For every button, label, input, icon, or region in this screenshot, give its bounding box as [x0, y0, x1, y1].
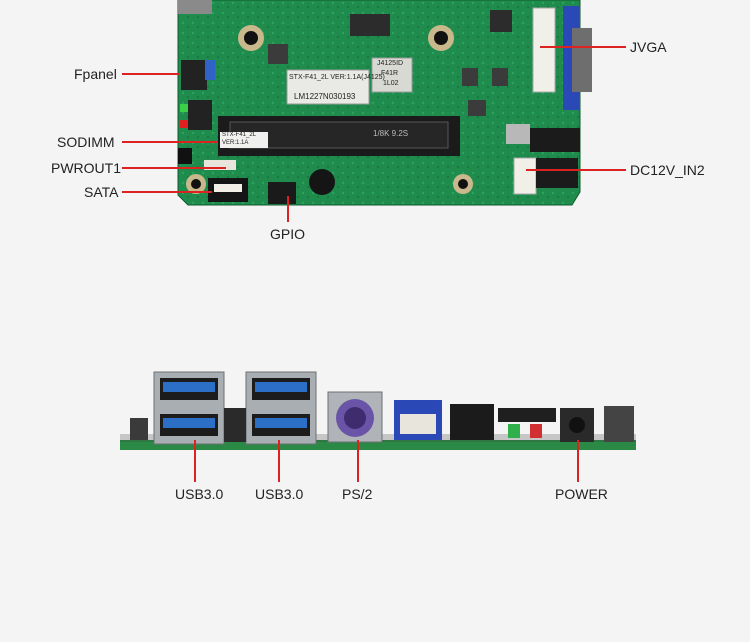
callout-line-usb-left: [194, 440, 196, 482]
label-fpanel: Fpanel: [74, 66, 117, 82]
callout-line-dc12v: [526, 169, 626, 171]
label-ps2: PS/2: [342, 486, 373, 502]
label-usb3-right: USB3.0: [255, 486, 304, 502]
mounting-hole: [186, 174, 206, 194]
label-jvga: JVGA: [630, 39, 667, 55]
ps2-port: [327, 391, 383, 443]
silkscreen-serial: LM1227N030193: [294, 92, 356, 101]
callout-line-sata: [122, 191, 212, 193]
silkscreen-sodimm-small: STX-F41_2L: [222, 132, 257, 138]
callout-line-pwrout1: [122, 167, 226, 169]
label-dc12v-in2: DC12V_IN2: [630, 162, 705, 178]
usb3-port-stack-left: [153, 371, 225, 445]
callout-line-jvga: [540, 46, 626, 48]
callout-line-gpio: [287, 196, 289, 222]
label-sata: SATA: [84, 184, 119, 200]
mounting-hole: [238, 25, 264, 51]
label-gpio: GPIO: [270, 226, 306, 242]
label-power: POWER: [555, 486, 608, 502]
silkscreen-cpu-3: 1L02: [383, 80, 399, 87]
callout-line-fpanel: [122, 73, 180, 75]
usb3-port-stack-right: [245, 371, 317, 445]
silkscreen-cpu-2: F41R: [381, 70, 399, 77]
label-sodimm: SODIMM: [57, 134, 115, 150]
silkscreen-model: STX-F41_2L VER:1.1A(J4125): [289, 74, 385, 81]
silkscreen-sodimm-slot: 1/8K 9.2S: [373, 129, 409, 138]
callout-line-usb-right: [278, 440, 280, 482]
callout-line-ps2: [357, 440, 359, 482]
mounting-hole: [453, 174, 473, 194]
label-pwrout1: PWROUT1: [51, 160, 121, 176]
silkscreen-cpu-1: J4125ID: [377, 60, 404, 67]
mounting-hole: [428, 25, 454, 51]
power-switch: [560, 408, 594, 442]
callout-line-power: [577, 440, 579, 482]
label-usb3-left: USB3.0: [175, 486, 224, 502]
silkscreen-sodimm-ver: VER:1.1A: [222, 140, 249, 146]
callout-line-sodimm: [122, 141, 218, 143]
